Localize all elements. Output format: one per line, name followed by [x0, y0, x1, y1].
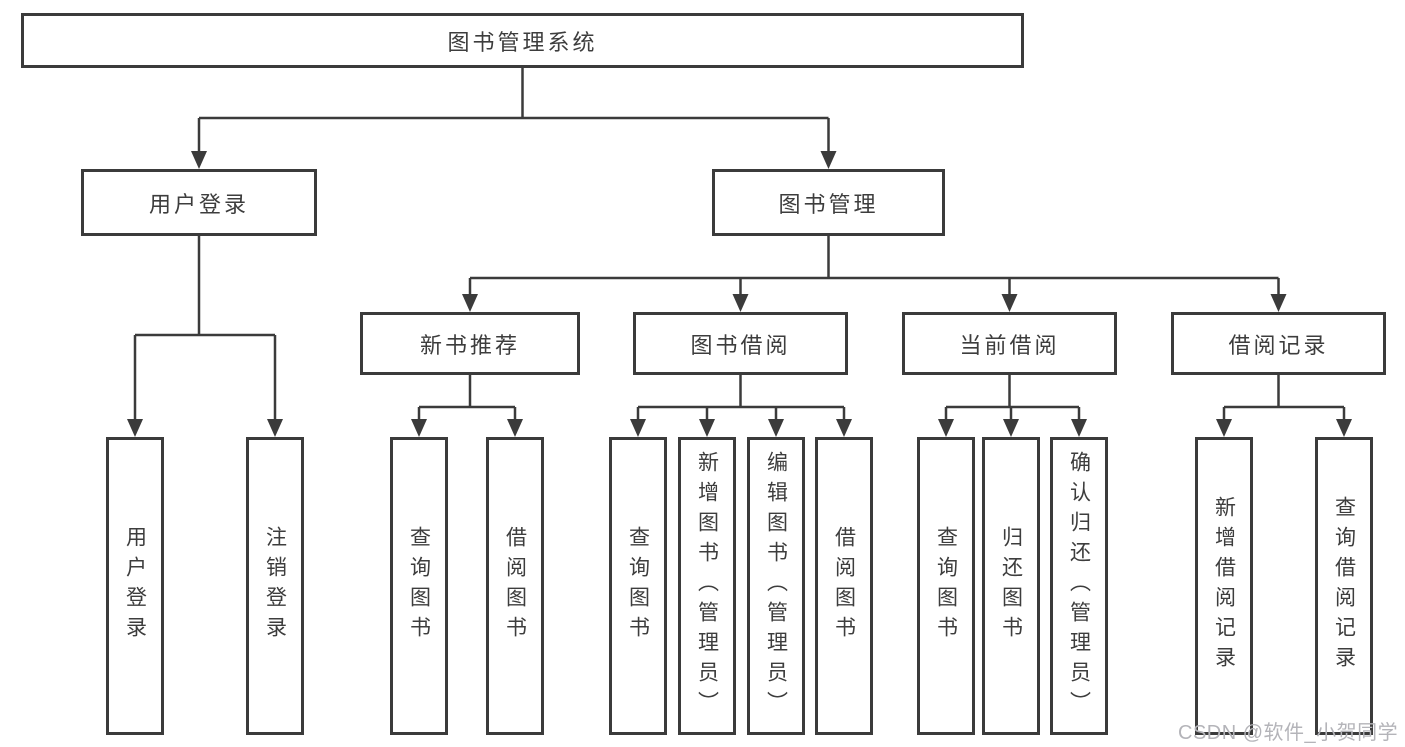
node-book-management: 图书管理	[712, 169, 945, 236]
leaf-query-books-recommend: 查询图书	[390, 437, 448, 735]
leaf-label: 查询图书	[626, 526, 650, 646]
node-label: 用户登录	[148, 191, 249, 217]
node-label: 借阅记录	[1228, 332, 1329, 358]
leaf-borrow-books: 借阅图书	[815, 437, 873, 735]
leaf-label: 查询借阅记录	[1332, 496, 1356, 676]
leaf-label: 借阅图书	[503, 526, 527, 646]
leaf-label: 新增图书（管理员）	[695, 451, 719, 721]
leaf-borrow-books-recommend: 借阅图书	[486, 437, 544, 735]
node-library-management-system: 图书管理系统	[21, 13, 1024, 68]
leaf-query-books-borrowing: 查询图书	[609, 437, 667, 735]
node-new-book-recommendation: 新书推荐	[360, 312, 580, 375]
leaf-label: 编辑图书（管理员）	[764, 451, 788, 721]
leaf-query-borrow-record: 查询借阅记录	[1315, 437, 1373, 735]
leaf-user-login: 用户登录	[106, 437, 164, 735]
leaf-label: 查询图书	[934, 526, 958, 646]
node-label: 图书管理	[778, 191, 879, 217]
leaf-add-borrow-record: 新增借阅记录	[1195, 437, 1253, 735]
leaf-confirm-return-admin: 确认归还（管理员）	[1050, 437, 1108, 735]
leaf-label: 借阅图书	[832, 526, 856, 646]
node-label: 当前借阅	[959, 332, 1060, 358]
node-book-borrowing: 图书借阅	[633, 312, 848, 375]
node-current-borrowing: 当前借阅	[902, 312, 1117, 375]
node-borrowing-records: 借阅记录	[1171, 312, 1386, 375]
leaf-label: 归还图书	[999, 526, 1023, 646]
watermark: CSDN @软件_小贺同学	[1178, 722, 1399, 744]
leaf-query-books-current: 查询图书	[917, 437, 975, 735]
leaf-label: 注销登录	[263, 526, 287, 646]
leaf-return-books: 归还图书	[982, 437, 1040, 735]
node-label: 新书推荐	[419, 332, 520, 358]
leaf-add-books-admin: 新增图书（管理员）	[678, 437, 736, 735]
leaf-label: 用户登录	[123, 526, 147, 646]
leaf-label: 确认归还（管理员）	[1067, 451, 1091, 721]
node-label: 图书借阅	[690, 332, 791, 358]
leaf-edit-books-admin: 编辑图书（管理员）	[747, 437, 805, 735]
leaf-label: 新增借阅记录	[1212, 496, 1236, 676]
leaf-logout: 注销登录	[246, 437, 304, 735]
leaf-label: 查询图书	[407, 526, 431, 646]
node-user-login: 用户登录	[81, 169, 317, 236]
node-label: 图书管理系统	[447, 29, 598, 55]
